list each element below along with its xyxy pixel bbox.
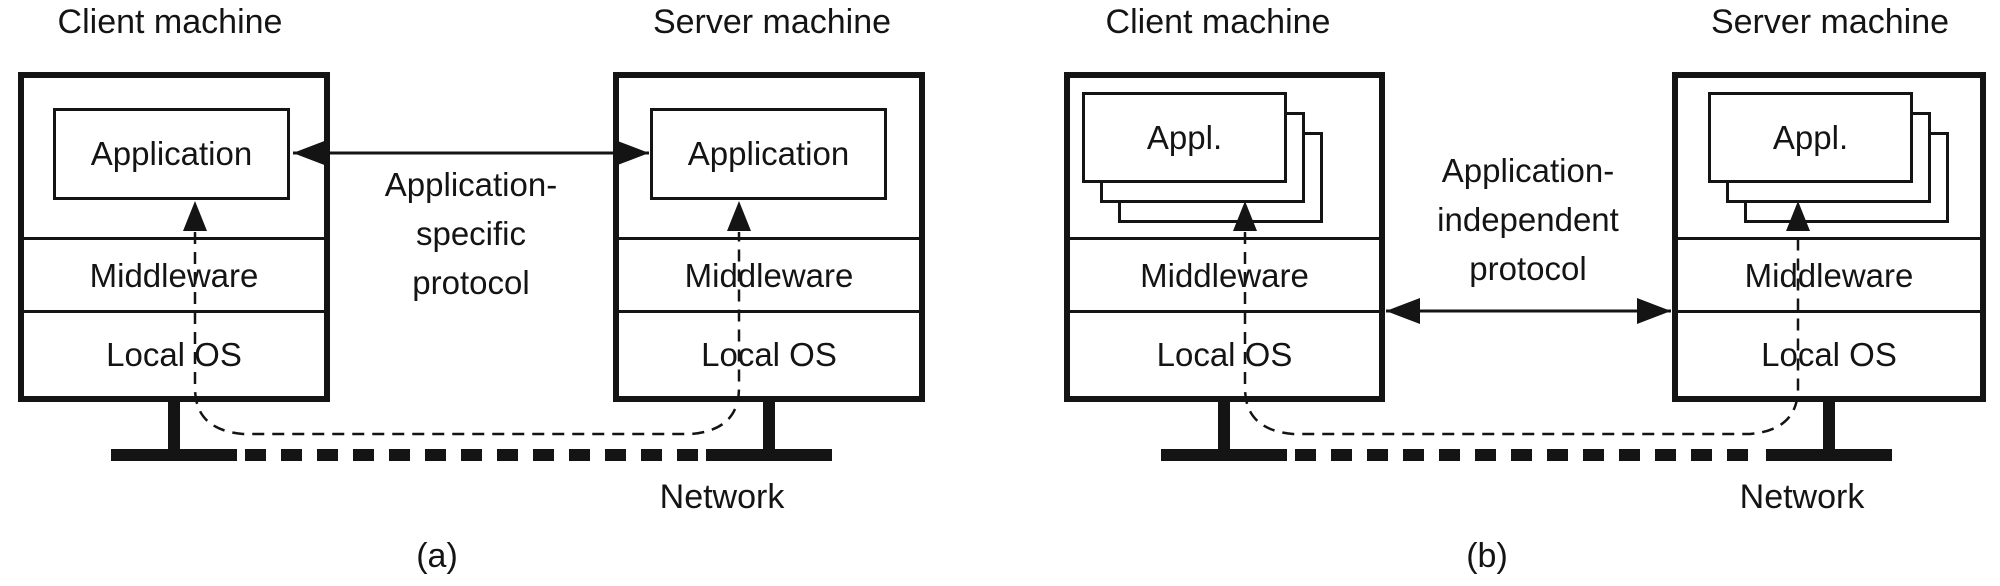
panel-a-server-os-layer: Local OS <box>619 310 919 396</box>
middleware-label: Middleware <box>1744 256 1914 294</box>
appl-label: Appl. <box>1772 118 1849 156</box>
middleware-label: Middleware <box>684 256 854 294</box>
appl-label: Appl. <box>1146 118 1223 156</box>
panel-a-server-title: Server machine <box>652 3 892 41</box>
protocol-line: Application- <box>1441 152 1615 189</box>
panel-b-server-machine: Appl. Middleware Local OS <box>1672 72 1986 402</box>
panel-b-client-appl-box: Appl. <box>1082 92 1287 183</box>
panel-b-client-os-layer: Local OS <box>1070 310 1379 396</box>
local-os-label: Local OS <box>701 336 837 373</box>
panel-b-server-middleware-layer: Middleware <box>1678 237 1980 310</box>
panel-b-protocol-label: Application- independent protocol <box>1437 146 1619 293</box>
panel-a-server-middleware-layer: Middleware <box>619 237 919 310</box>
panel-b-middleware-protocol-arrow <box>1386 298 1671 324</box>
panel-a-client-machine: Application Middleware Local OS <box>18 72 330 402</box>
panel-b-caption: (b) <box>1466 537 1508 575</box>
panel-b-client-title: Client machine <box>1105 3 1331 41</box>
panel-b-client-machine: Appl. Middleware Local OS <box>1064 72 1385 402</box>
middleware-label: Middleware <box>1140 256 1309 294</box>
panel-a-monitor-stands <box>111 400 832 461</box>
panel-b-server-appl-box: Appl. <box>1708 92 1913 183</box>
local-os-label: Local OS <box>106 336 242 373</box>
panel-a-server-application-box: Application <box>650 108 887 200</box>
panel-b-client-middleware-layer: Middleware <box>1070 237 1379 310</box>
middleware-label: Middleware <box>89 256 259 294</box>
protocol-line: independent <box>1437 201 1619 238</box>
panel-a-server-app-zone: Application <box>619 78 919 237</box>
local-os-label: Local OS <box>1156 336 1293 373</box>
panel-a-client-os-layer: Local OS <box>24 310 324 396</box>
protocol-line: specific <box>415 215 527 252</box>
panel-a-client-middleware-layer: Middleware <box>24 237 324 310</box>
panel-b-network-label: Network <box>1739 478 1865 516</box>
panel-a-server-machine: Application Middleware Local OS <box>613 72 925 402</box>
protocol-line: Application- <box>384 166 558 203</box>
application-label: Application <box>687 135 850 172</box>
panel-b-monitor-stands <box>1161 400 1892 461</box>
protocol-line: protocol <box>412 264 530 301</box>
panel-b-server-title: Server machine <box>1710 3 1950 41</box>
local-os-label: Local OS <box>1761 336 1897 373</box>
panel-a-client-app-zone: Application <box>24 78 324 237</box>
panel-b-server-os-layer: Local OS <box>1678 310 1980 396</box>
panel-a-network-label: Network <box>659 478 785 516</box>
panel-a-client-application-box: Application <box>53 108 290 200</box>
panel-a-client-title: Client machine <box>57 3 283 41</box>
protocol-line: protocol <box>1469 250 1587 287</box>
application-label: Application <box>90 135 253 172</box>
panel-a-caption: (a) <box>416 537 458 575</box>
panel-a-protocol-label: Application- specific protocol <box>385 160 557 307</box>
panel-b-client-app-zone: Appl. <box>1070 78 1379 237</box>
panel-b-server-app-zone: Appl. <box>1678 78 1980 237</box>
